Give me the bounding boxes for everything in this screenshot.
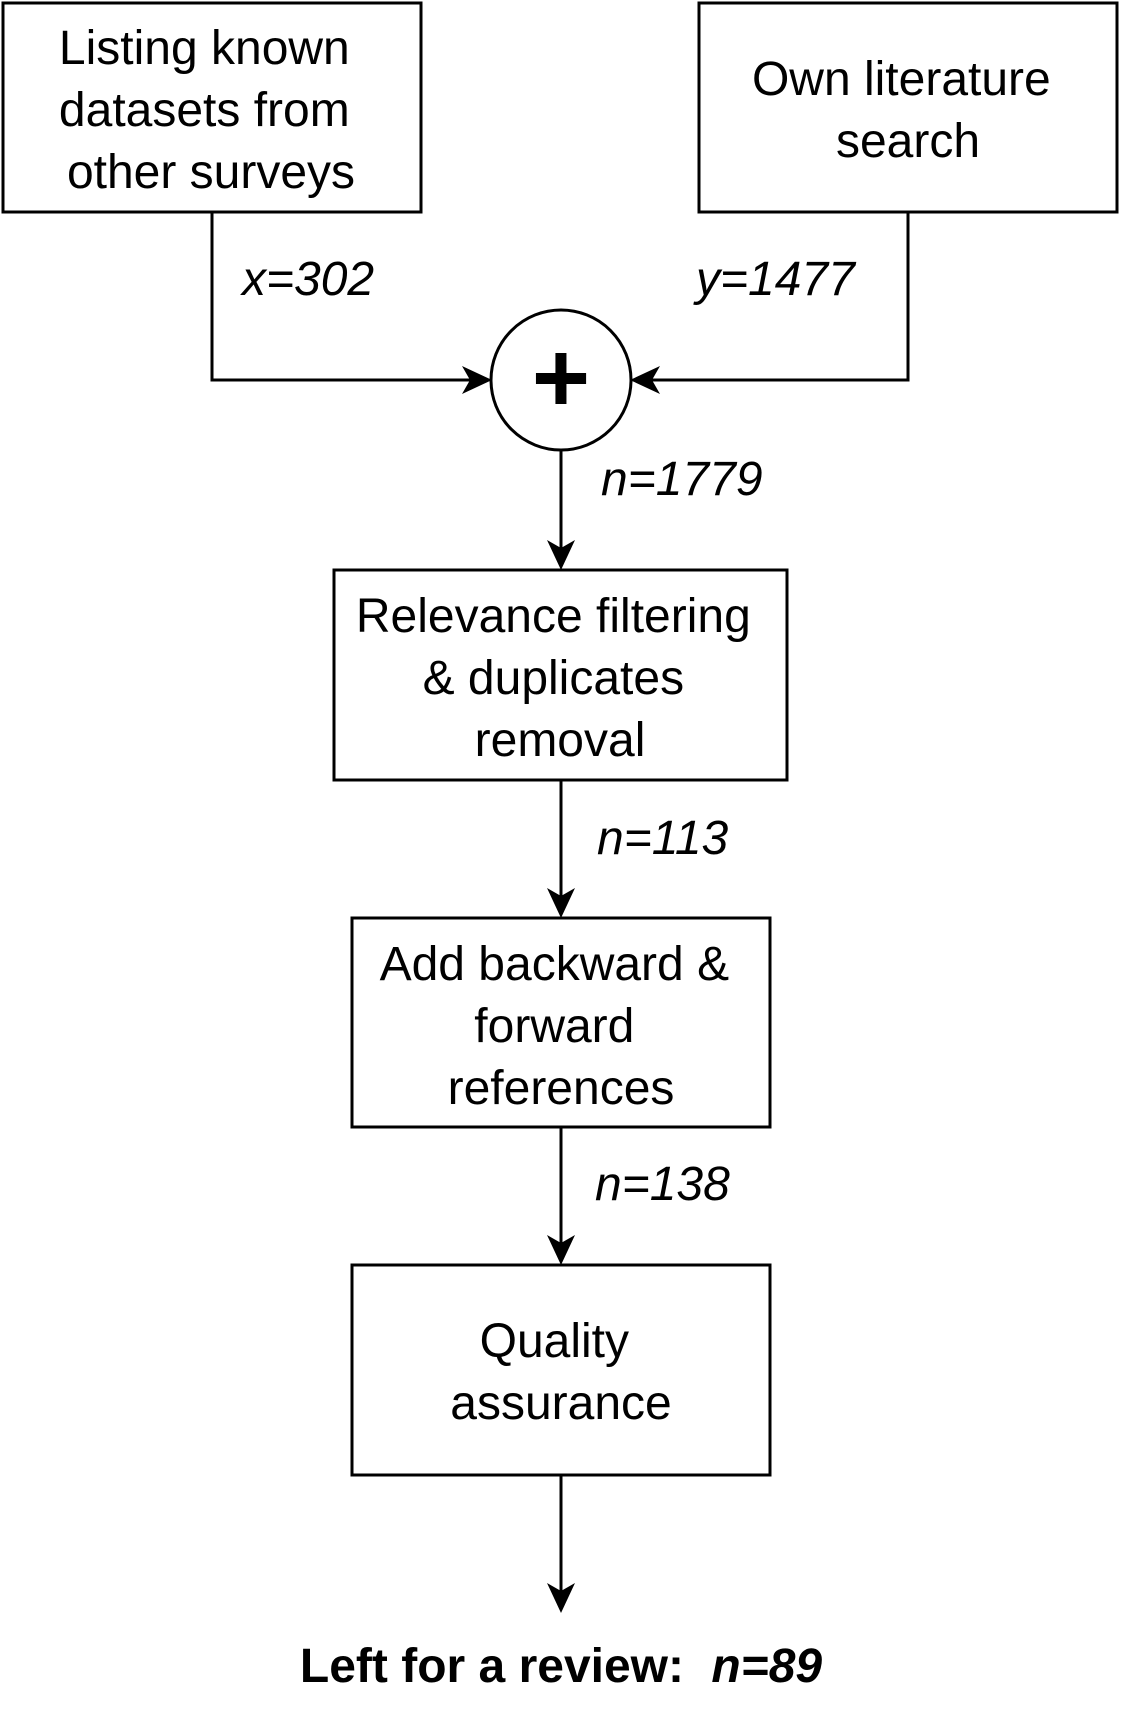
arrowhead-references-to-quality: [547, 1235, 575, 1265]
svg-text:Relevance filtering & du: Relevance filtering & duplicates removal: [356, 590, 764, 767]
merge-node: +: [489, 308, 633, 452]
count-y-label: y=1477: [693, 253, 857, 306]
known-datasets-line-3: other surveys: [67, 146, 355, 199]
edge-known-to-merge: [210, 212, 470, 382]
references-box: Add backward & forward references: [350, 916, 772, 1129]
result-n-value: =89: [741, 1640, 823, 1693]
relevance-line-2: & duplicates: [423, 652, 685, 705]
svg-text:Listing known datasets f: Listing known datasets from other survey…: [59, 22, 363, 199]
edge-search-to-merge: [652, 212, 910, 382]
result-label: Left for a review:: [300, 1640, 684, 1693]
own-search-box: Own literature search: [697, 1, 1119, 214]
count-merged-label: n=1779: [601, 453, 763, 506]
result-n-prefix: n: [711, 1640, 740, 1693]
references-line-2: forward: [474, 1000, 634, 1053]
known-datasets-line-1: Listing known: [59, 22, 350, 75]
count-after-references-label: n=138: [595, 1158, 730, 1211]
svg-text:Own literature search: Own literature search: [752, 53, 1064, 168]
arrowhead-relevance-to-references: [547, 888, 575, 918]
relevance-line-3: removal: [475, 714, 646, 767]
quality-line-1: Quality: [480, 1315, 629, 1368]
plus-icon: +: [532, 322, 590, 434]
arrowhead-search-to-merge: [630, 366, 660, 394]
quality-assurance-box: Quality assurance: [350, 1263, 772, 1477]
own-search-line-1: Own literature: [752, 53, 1051, 106]
relevance-line-1: Relevance filtering: [356, 590, 751, 643]
references-line-1: Add backward &: [380, 938, 730, 991]
result-text: Left for a review: n=89: [300, 1640, 822, 1693]
svg-text:Quality assurance: Quality assurance: [450, 1315, 671, 1430]
arrowhead-quality-to-result: [547, 1583, 575, 1613]
own-search-line-2: search: [836, 115, 980, 168]
count-after-relevance-label: n=113: [597, 812, 729, 865]
count-x-label: x=302: [240, 253, 374, 306]
quality-line-2: assurance: [450, 1377, 671, 1430]
relevance-filtering-box: Relevance filtering & duplicates removal: [332, 568, 789, 782]
references-line-3: references: [448, 1062, 675, 1115]
arrowhead-known-to-merge: [462, 366, 492, 394]
known-datasets-line-2: datasets from: [59, 84, 350, 137]
arrowhead-merge-to-relevance: [547, 540, 575, 570]
svg-text:Add backward & forward: Add backward & forward references: [380, 938, 743, 1115]
known-datasets-box: Listing known datasets from other survey…: [1, 1, 423, 214]
